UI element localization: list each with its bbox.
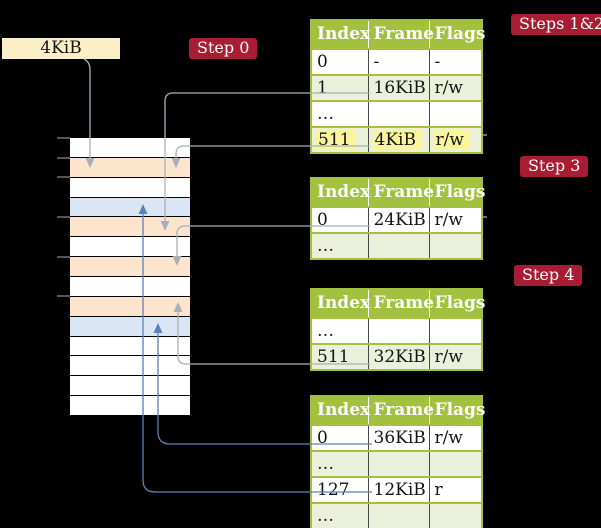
- table-cell: r/w: [428, 343, 482, 370]
- memory-column: [70, 138, 190, 415]
- table-cell: -: [428, 48, 482, 75]
- table-cell: [367, 100, 429, 127]
- step-3-label: Step 3: [520, 156, 589, 177]
- table-cell: …: [311, 502, 368, 528]
- memory-frame-row-13: [70, 396, 190, 415]
- table-cell: r/w: [428, 126, 482, 153]
- table-cell: 0: [311, 206, 368, 233]
- table-cell: [367, 232, 429, 259]
- memory-frame-row-0: [70, 138, 190, 157]
- memory-frame-row-5: [70, 237, 190, 257]
- table-cell: 32KiB: [367, 343, 429, 370]
- table-cell: 16KiB: [367, 74, 429, 101]
- table-row: …: [311, 450, 482, 477]
- table-cell: 0: [311, 48, 368, 75]
- table-cell: …: [311, 232, 368, 259]
- table-cell: r/w: [428, 424, 482, 451]
- memory-tick-marks: [57, 137, 70, 297]
- memory-frame-row-8: [70, 296, 190, 316]
- column-header: Flags: [428, 20, 486, 49]
- column-header: Frame: [367, 396, 434, 425]
- table-cell: [428, 502, 482, 528]
- table-row: 511 4KiB r/w: [311, 126, 482, 153]
- table-cell: [428, 450, 482, 477]
- table-row: …: [311, 100, 482, 127]
- table-cell: 127: [311, 476, 368, 503]
- memory-frame-row-10: [70, 336, 190, 356]
- step-4-label: Step 4: [514, 265, 583, 286]
- column-header: Flags: [428, 396, 486, 425]
- table-cell: [367, 317, 429, 344]
- column-header: Frame: [367, 20, 434, 49]
- table-cell: r: [428, 476, 482, 503]
- highlighted-value: r/w: [433, 130, 469, 150]
- column-header: Flags: [428, 289, 486, 318]
- memory-frame-row-9: [70, 316, 190, 336]
- table-cell: …: [311, 100, 368, 127]
- table-cell: [428, 100, 482, 127]
- highlighted-value: 4KiB: [372, 130, 421, 150]
- table-cell: 511: [311, 343, 368, 370]
- table-cell: [367, 450, 429, 477]
- steps-1-2-label: Steps 1&2: [511, 14, 601, 35]
- step-0-label: Step 0: [189, 38, 258, 59]
- table-cell: …: [311, 450, 368, 477]
- memory-frame-row-3: [70, 197, 190, 217]
- table-row: …: [311, 317, 482, 344]
- table-cell: 24KiB: [367, 206, 429, 233]
- table-cell: …: [311, 317, 368, 344]
- memory-frame-row-2: [70, 177, 190, 197]
- memory-frame-row-7: [70, 277, 190, 296]
- table-row: …: [311, 232, 482, 259]
- table-cell: 36KiB: [367, 424, 429, 451]
- table-cell: 0: [311, 424, 368, 451]
- memory-frame-row-6: [70, 257, 190, 276]
- table-cell: 4KiB: [367, 126, 429, 153]
- column-header: Frame: [367, 289, 434, 318]
- column-header: Frame: [367, 178, 434, 207]
- table-cell: [428, 232, 482, 259]
- table-row: …: [311, 502, 482, 528]
- column-header: Index: [311, 396, 370, 425]
- table-cell: r/w: [428, 74, 482, 101]
- highlighted-value: 511: [316, 130, 356, 150]
- column-header: Index: [311, 178, 370, 207]
- memory-frame-row-12: [70, 376, 190, 396]
- column-header: Index: [311, 289, 370, 318]
- table-row: 0--: [311, 48, 482, 75]
- table-cell: 12KiB: [367, 476, 429, 503]
- column-header: Index: [311, 20, 370, 49]
- table-cell: -: [367, 48, 429, 75]
- table-cell: [367, 502, 429, 528]
- table-cell: r/w: [428, 206, 482, 233]
- table-cell: 1: [311, 74, 368, 101]
- table-cell: [428, 317, 482, 344]
- column-header: Flags: [428, 178, 486, 207]
- memory-frame-row-4: [70, 217, 190, 237]
- memory-frame-row-11: [70, 356, 190, 376]
- table-cell: 511: [311, 126, 368, 153]
- root-table-pointer-box: 4KiB: [2, 38, 120, 59]
- memory-frame-row-1: [70, 157, 190, 177]
